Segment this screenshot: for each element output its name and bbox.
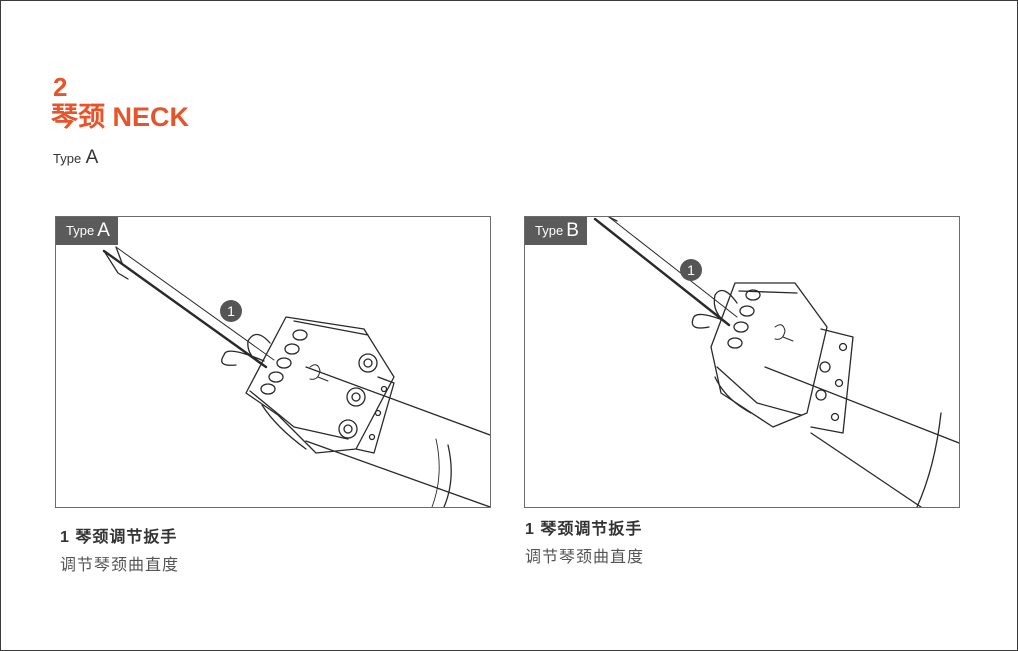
- panel-tag-prefix: Type: [66, 223, 95, 238]
- type-label-prefix: Type: [53, 151, 82, 166]
- caption-description: 调节琴颈曲直度: [60, 557, 180, 574]
- section-number: 2: [53, 72, 68, 102]
- illustration-panel-type-a: Type A: [55, 216, 491, 508]
- caption-description: 调节琴颈曲直度: [525, 549, 645, 566]
- panel-tag-letter: A: [97, 220, 110, 241]
- panel-tag-letter: B: [566, 220, 579, 241]
- panel-tag-type-a: Type A: [56, 217, 118, 245]
- callout-number: 1: [687, 262, 695, 278]
- type-label: Type A: [53, 147, 98, 170]
- caption-type-a: 1 琴颈调节扳手 调节琴颈曲直度: [60, 527, 179, 577]
- neck-wrench-illustration-b: 1: [593, 217, 959, 507]
- callout-badge: [680, 259, 702, 281]
- panel-tag-type-b: Type B: [525, 217, 587, 245]
- illustration-panel-type-b: Type B: [524, 216, 960, 508]
- callout-number: 1: [227, 303, 235, 319]
- callout-badge: [220, 300, 242, 322]
- panel-tag-prefix: Type: [535, 223, 564, 238]
- section-title: 琴颈 NECK: [51, 102, 190, 132]
- caption-title: 1 琴颈调节扳手: [60, 529, 178, 546]
- neck-wrench-illustration-a: 1: [102, 246, 490, 507]
- caption-type-b: 1 琴颈调节扳手 调节琴颈曲直度: [525, 519, 644, 569]
- caption-title: 1 琴颈调节扳手: [525, 521, 643, 538]
- type-label-letter: A: [85, 147, 99, 168]
